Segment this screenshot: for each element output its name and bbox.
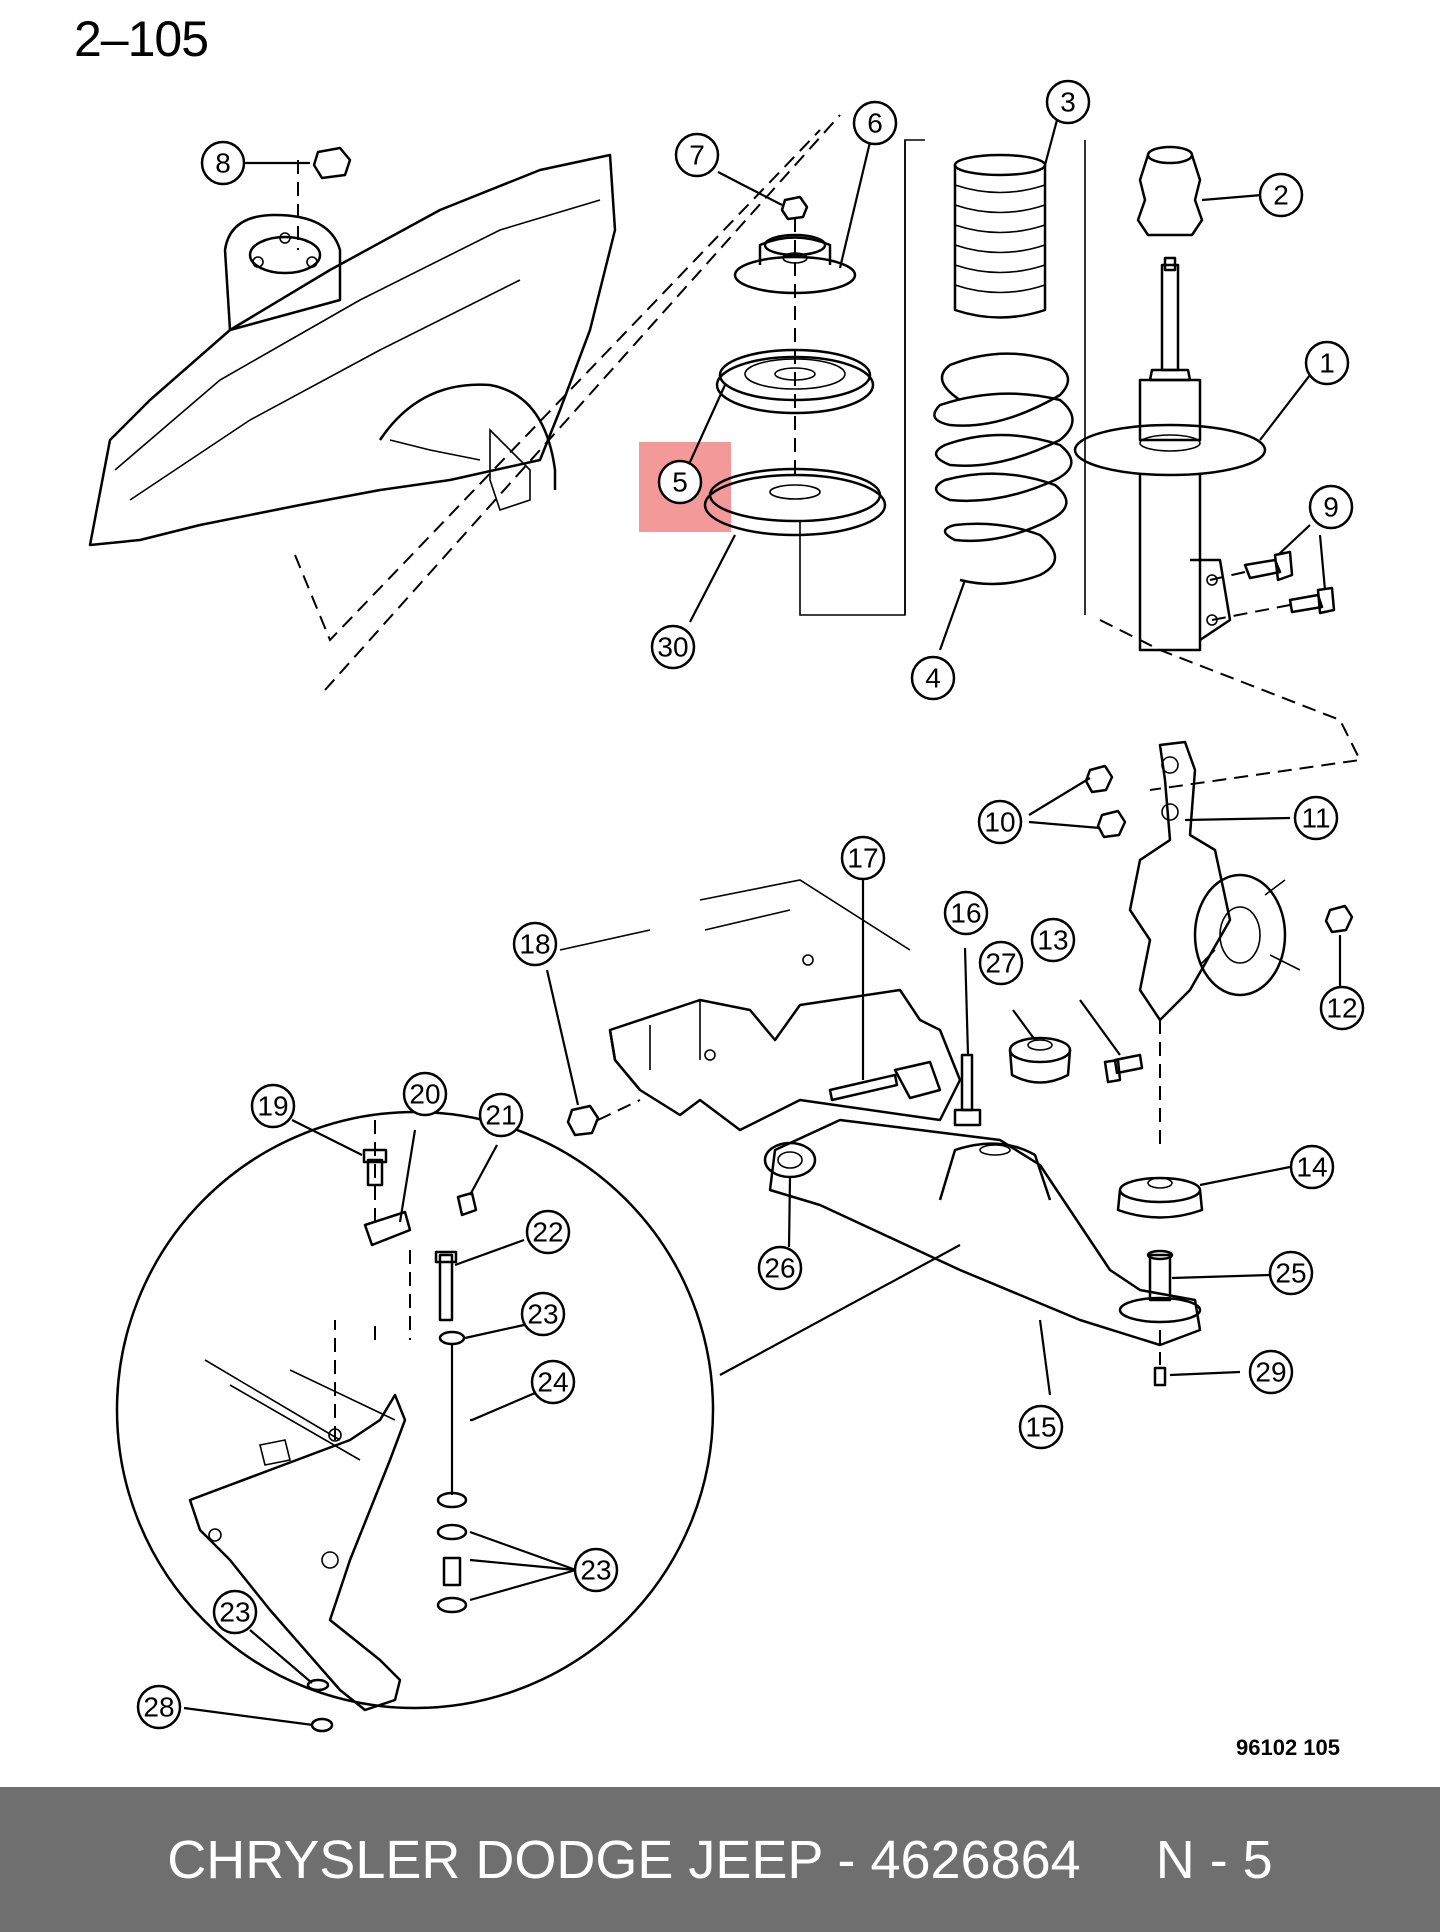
svg-text:4: 4 <box>925 663 941 694</box>
svg-text:3: 3 <box>1060 87 1076 118</box>
callout-20: 20 <box>402 1071 448 1117</box>
svg-text:26: 26 <box>764 1253 795 1284</box>
svg-text:23: 23 <box>580 1555 611 1586</box>
strut-mount-parts <box>312 139 925 616</box>
callout-18: 18 <box>512 921 558 967</box>
svg-text:6: 6 <box>867 108 883 139</box>
callout-22: 22 <box>525 1209 571 1255</box>
svg-text:11: 11 <box>1301 803 1330 834</box>
svg-text:15: 15 <box>1025 1412 1056 1443</box>
svg-text:8: 8 <box>215 148 231 179</box>
strut-assembly <box>1073 145 1362 791</box>
svg-text:18: 18 <box>519 929 550 960</box>
page-number: 2–105 <box>74 11 209 67</box>
callout-13: 13 <box>1030 917 1076 963</box>
svg-text:24: 24 <box>537 1367 568 1398</box>
callout-6: 6 <box>852 100 898 146</box>
spring-and-boot <box>904 140 1086 615</box>
svg-text:29: 29 <box>1255 1357 1286 1388</box>
callout-4: 4 <box>910 655 956 701</box>
callout-2: 2 <box>1258 172 1304 218</box>
svg-text:25: 25 <box>1275 1258 1306 1289</box>
detail-view <box>115 1110 715 1733</box>
svg-text:28: 28 <box>143 1692 174 1723</box>
footer-bar: CHRYSLER DODGE JEEP - 4626864 N - 5 <box>0 1787 1440 1932</box>
callout-15: 15 <box>1018 1404 1064 1450</box>
callout-25: 25 <box>1268 1250 1314 1296</box>
svg-text:10: 10 <box>984 807 1015 838</box>
svg-text:22: 22 <box>532 1217 563 1248</box>
callout-30: 30 <box>650 624 696 670</box>
callout-12: 12 <box>1319 985 1365 1031</box>
callout-10: 10 <box>977 799 1023 845</box>
callout-26: 26 <box>757 1245 803 1291</box>
svg-text:19: 19 <box>257 1091 288 1122</box>
svg-text:17: 17 <box>847 843 878 874</box>
svg-text:5: 5 <box>672 467 688 498</box>
footer-part-label: CHRYSLER DODGE JEEP - 4626864 N - 5 <box>167 1829 1273 1890</box>
callout-28: 28 <box>136 1684 182 1730</box>
callout-8: 8 <box>200 140 246 186</box>
callout-29: 29 <box>1248 1349 1294 1395</box>
svg-text:23: 23 <box>219 1597 250 1628</box>
callout-16: 16 <box>943 890 989 936</box>
callout-21: 21 <box>478 1092 524 1138</box>
lower-control-arm <box>719 1036 1204 1387</box>
svg-text:23: 23 <box>527 1299 558 1330</box>
callout-11: 11 <box>1293 795 1339 841</box>
svg-text:2: 2 <box>1273 180 1289 211</box>
callout-24: 24 <box>530 1359 576 1405</box>
crossmember <box>559 879 982 1137</box>
svg-text:13: 13 <box>1037 925 1068 956</box>
leader-lines <box>183 119 1342 1727</box>
callout-19: 19 <box>250 1083 296 1129</box>
callout-17: 17 <box>840 835 886 881</box>
callout-14: 14 <box>1289 1144 1335 1190</box>
svg-text:20: 20 <box>409 1079 440 1110</box>
callout-23a: 23 <box>520 1291 566 1337</box>
svg-text:1: 1 <box>1319 348 1335 379</box>
svg-text:9: 9 <box>1323 492 1339 523</box>
callout-23c: 23 <box>212 1589 258 1635</box>
fender-body <box>88 153 617 547</box>
callout-23b: 23 <box>573 1547 619 1593</box>
svg-text:14: 14 <box>1296 1152 1327 1183</box>
callout-3: 3 <box>1045 79 1091 125</box>
svg-text:12: 12 <box>1326 993 1357 1024</box>
svg-text:27: 27 <box>985 948 1016 979</box>
svg-text:21: 21 <box>485 1100 516 1131</box>
svg-text:16: 16 <box>950 898 981 929</box>
svg-text:7: 7 <box>689 140 705 171</box>
suspension-exploded-diagram: 1 2 3 4 5 6 7 8 9 10 11 12 13 14 15 16 1… <box>88 79 1365 1733</box>
callout-7: 7 <box>674 132 720 178</box>
callout-27: 27 <box>978 940 1024 986</box>
drawing-code: 96102 105 <box>1236 1735 1340 1760</box>
callout-9: 9 <box>1308 484 1354 530</box>
svg-text:30: 30 <box>657 632 688 663</box>
callout-1: 1 <box>1304 340 1350 386</box>
callout-5: 5 <box>657 459 703 505</box>
